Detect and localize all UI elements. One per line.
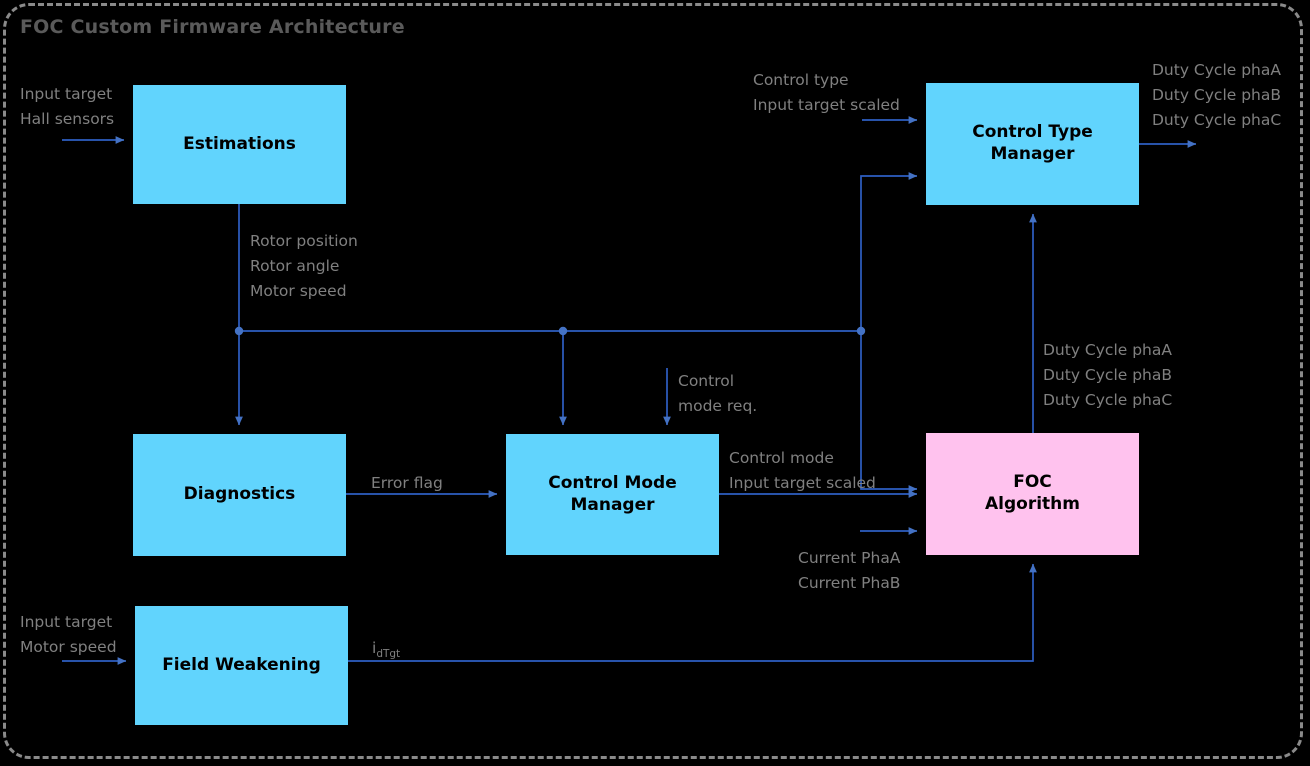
label-estimations-output: Rotor position Rotor angle Motor speed — [250, 229, 358, 304]
block-field-weakening[interactable]: Field Weakening — [135, 606, 348, 725]
label-line: Motor speed — [250, 282, 347, 301]
label-line: mode req. — [678, 397, 758, 416]
label-line: Input target scaled — [753, 96, 900, 115]
label-line: Current PhaB — [798, 574, 901, 593]
label-control-type-input: Control type Input target scaled — [753, 68, 900, 118]
block-label: Field Weakening — [162, 654, 321, 675]
label-line: Input target scaled — [729, 474, 876, 493]
label-line: Current PhaA — [798, 549, 901, 567]
label-line: Duty Cycle phaB — [1043, 366, 1173, 385]
label-line: Duty Cycle phaA — [1043, 341, 1172, 359]
wire-bus-to-control-type — [860, 172, 918, 331]
block-label: Estimations — [183, 133, 296, 154]
block-label: Diagnostics — [183, 484, 296, 505]
label-line: Hall sensors — [20, 110, 115, 129]
label-line: Duty Cycle phaB — [1152, 86, 1282, 105]
label-line: Control — [678, 372, 735, 390]
junction-dot-estimations — [234, 326, 244, 336]
label-line: Duty Cycle phaA — [1152, 61, 1281, 79]
label-subscript: dTgt — [376, 648, 401, 661]
label-control-mode-request: Control mode req. — [678, 369, 757, 419]
junction-dot-control-mode — [558, 326, 568, 336]
label-line: Error flag — [371, 474, 443, 492]
label-field-weakening-output: idTgt — [372, 636, 400, 663]
label-line: Control type — [753, 71, 849, 89]
label-line: Motor speed — [20, 638, 117, 657]
label-line: Rotor position — [250, 232, 358, 250]
label-error-flag: Error flag — [371, 471, 443, 496]
label-line: Control mode — [729, 449, 834, 467]
label-symbol: i — [372, 639, 377, 657]
label-line: Input target — [20, 85, 113, 103]
label-foc-duty-cycle-output: Duty Cycle phaA Duty Cycle phaB Duty Cyc… — [1043, 338, 1172, 413]
block-diagnostics[interactable]: Diagnostics — [133, 434, 346, 556]
label-line: Rotor angle — [250, 257, 340, 276]
junction-dot-right-bus — [856, 326, 866, 336]
label-current-phases: Current PhaA Current PhaB — [798, 546, 900, 596]
label-line: Input target — [20, 613, 113, 631]
label-field-weakening-input: Input target Motor speed — [20, 610, 117, 660]
block-estimations[interactable]: Estimations — [133, 85, 346, 204]
label-control-type-output: Duty Cycle phaA Duty Cycle phaB Duty Cyc… — [1152, 58, 1281, 133]
label-line: Duty Cycle phaC — [1043, 391, 1173, 410]
label-estimations-input: Input target Hall sensors — [20, 82, 114, 132]
page-title: FOC Custom Firmware Architecture — [20, 16, 405, 38]
label-line: Duty Cycle phaC — [1152, 111, 1282, 130]
label-control-mode-output: Control mode Input target scaled — [729, 446, 876, 496]
wire-field-weakening-to-foc — [348, 563, 1037, 662]
